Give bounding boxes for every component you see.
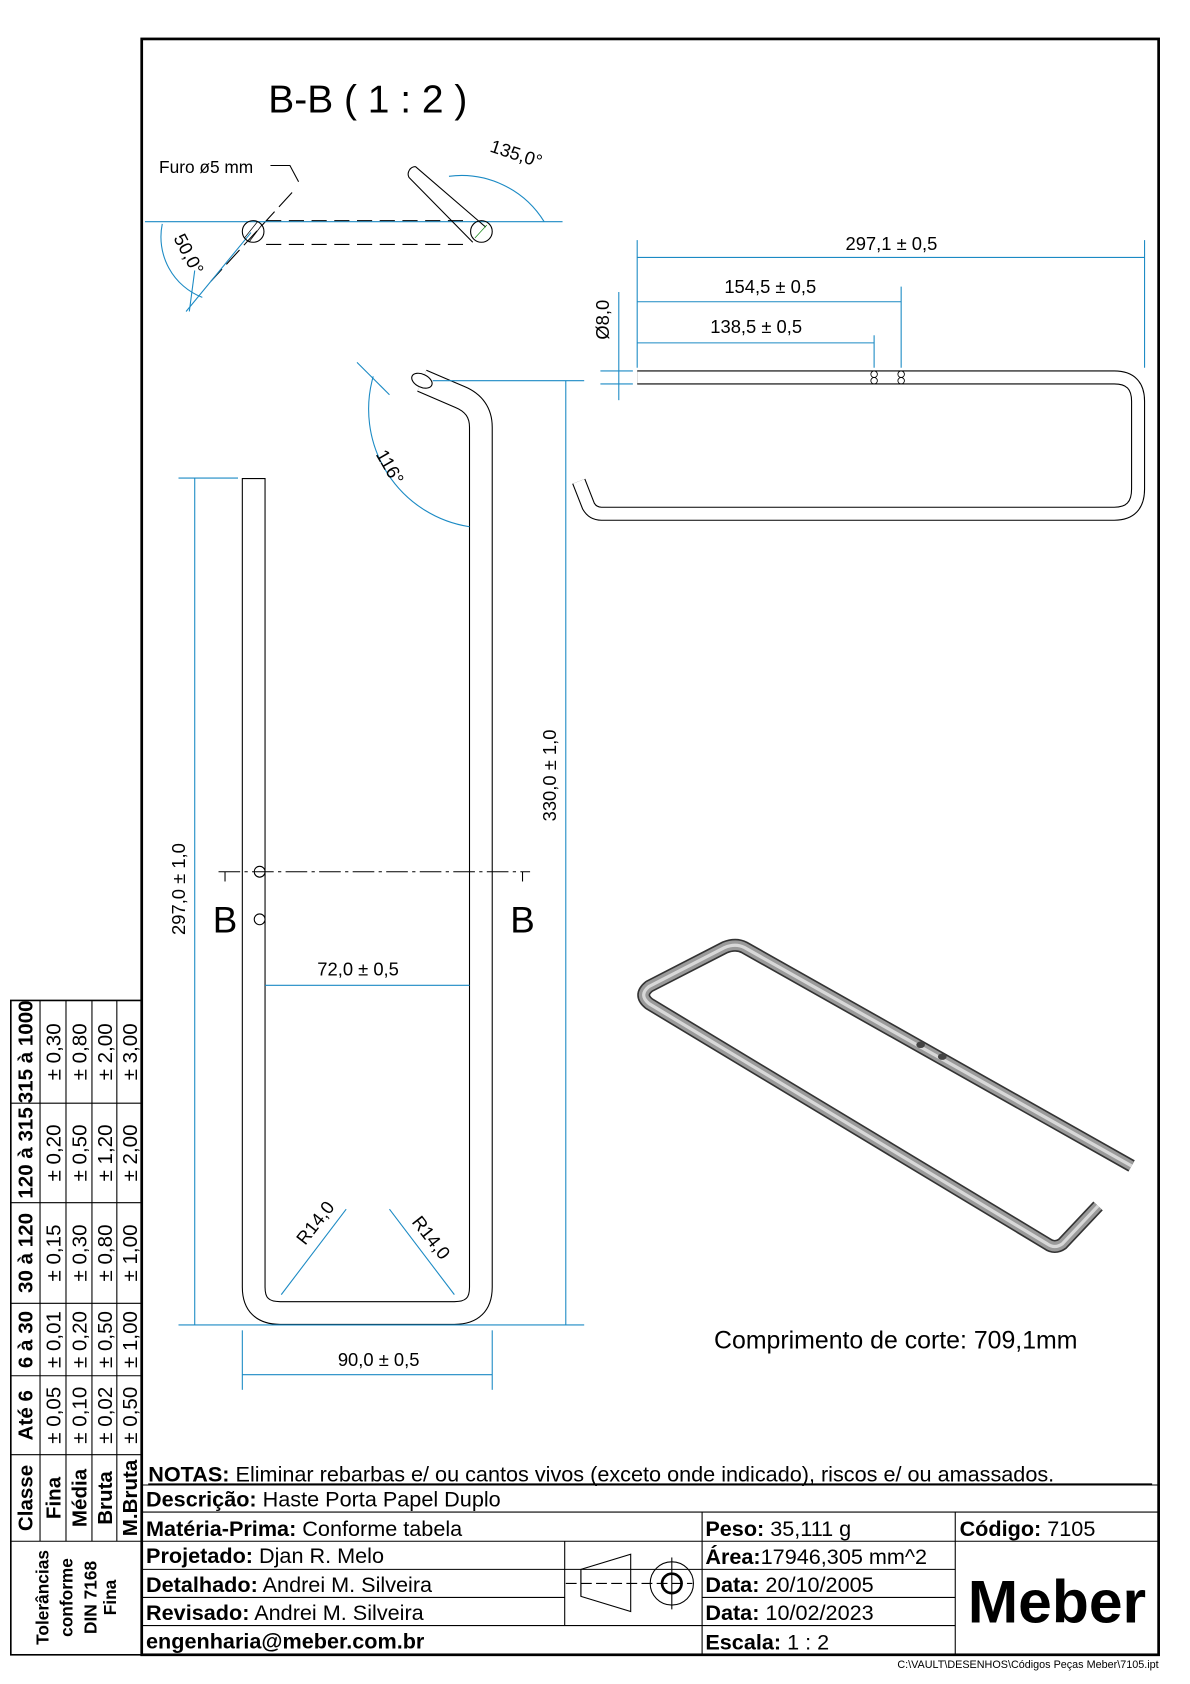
tolerance-cell: ± 0,50 [94,1311,117,1368]
tolerance-cell: Média [69,1468,92,1527]
tolerance-cell: ± 0,10 [69,1387,92,1444]
dim-inner-width-label: 72,0 ± 0,5 [317,959,399,980]
section-mark-left: B [213,899,238,940]
tolerance-cell: ± 2,00 [119,1124,142,1181]
area: Área:17946,305 mm^2 [705,1544,927,1569]
dim-height-right-label: 330,0 ± 1,0 [539,730,560,822]
tolerance-cell: ± 1,20 [94,1124,117,1181]
radius-left-label: R14,0 [292,1197,339,1249]
tolerance-cell: ± 0,20 [43,1124,66,1181]
dim-total-label: 297,1 ± 0,5 [845,233,937,254]
dim-height-left-label: 297,0 ± 1,0 [168,843,189,935]
tolerance-header-cell: Até 6 [14,1390,37,1440]
scale: Escala: 1 : 2 [705,1629,829,1654]
revision-date: Data: 10/02/2023 [705,1600,873,1625]
material-row: Matéria-Prima: Conforme tabela [146,1516,463,1541]
title-block: NOTAS: Eliminar rebarbas e/ ou cantos vi… [141,1462,1159,1655]
dim-outer-width-label: 90,0 ± 0,5 [338,1349,420,1370]
front-view: B B 297,0 ± 1,0 330,0 ± 1,0 72,0 ± 0,5 9… [168,361,585,1390]
dim-diameter-label: Ø8,0 [592,300,613,340]
angle-50-label: 50,0° [170,230,209,278]
notes-row: NOTAS: Eliminar rebarbas e/ ou cantos vi… [148,1462,1054,1487]
radius-leader-right [389,1208,455,1295]
file-path: C:\VAULT\DESENHOS\Códigos Peças Meber\71… [897,1659,1158,1671]
hole [916,1041,925,1049]
dim-hole2-label: 154,5 ± 0,5 [724,276,816,297]
angle-arc-50 [160,223,203,298]
tolerance-cell: ± 1,00 [119,1311,142,1368]
tolerance-cell: ± 0,30 [69,1225,92,1282]
tolerance-cell: Bruta [94,1471,117,1525]
dim-hole1-label: 138,5 ± 0,5 [710,316,802,337]
description-row: Descrição: Haste Porta Papel Duplo [146,1487,501,1512]
top-view: 297,1 ± 0,5 154,5 ± 0,5 138,5 ± 0,5 Ø8,0 [572,233,1146,521]
detailed-by: Detalhado: Andrei M. Silveira [146,1572,433,1597]
tolerance-title-line: Fina [100,1579,120,1615]
tolerance-header-cell: 30 à 120 [14,1213,37,1293]
designed-by: Projetado: Djan R. Melo [146,1543,384,1568]
tolerance-cell: ± 2,00 [94,1023,117,1080]
projection-symbol-icon [565,1553,694,1613]
hole-angle-line [185,232,252,312]
section-view-bb: B-B ( 1 : 2 ) Furo ø5 mm 50,0° 135,0° [144,78,563,312]
tolerance-cell: ± 0,80 [69,1023,92,1080]
tolerance-title-line: DIN 7168 [80,1561,100,1634]
tolerance-cell: ± 1,00 [119,1225,142,1282]
tolerance-cell: ± 0,50 [69,1124,92,1181]
section-title: B-B ( 1 : 2 ) [268,78,467,121]
tolerance-header-cell: 120 à 315 [14,1107,37,1198]
tolerance-cell: ± 0,01 [43,1311,66,1368]
tolerance-cell: Fina [43,1476,66,1519]
angle-116-label: 116° [372,446,409,488]
tolerance-cell: ± 0,30 [43,1023,66,1080]
tolerance-cell: ± 0,50 [119,1387,142,1444]
hole [253,913,266,926]
angle-arc-135 [448,175,545,223]
hole-axis [210,192,293,282]
tolerance-cell: ± 0,15 [43,1225,66,1282]
part-code: Código: 7105 [960,1516,1096,1541]
tolerance-cell: ± 0,20 [69,1311,92,1368]
tolerance-cell: ± 3,00 [119,1023,142,1080]
cut-length: Comprimento de corte: 709,1mm [714,1327,1077,1355]
creation-date: Data: 20/10/2005 [705,1572,873,1597]
email: engenharia@meber.com.br [146,1628,425,1653]
tolerance-cell: ± 0,05 [43,1387,66,1444]
tolerance-title-line: Tolerâncias [33,1550,53,1645]
hole-note: Furo ø5 mm [159,157,253,177]
radius-leader-left [280,1208,347,1295]
bent-tube-section [407,166,487,243]
angle-135-label: 135,0° [488,135,545,171]
drawing-frame [140,37,1160,1657]
section-mark-right: B [510,899,535,940]
radius-right-label: R14,0 [408,1212,455,1264]
tolerance-header-cell: 6 à 30 [14,1311,37,1368]
isometric-view [637,938,1135,1253]
tolerance-title-line: conforme [56,1558,76,1637]
tolerance-cell: M.Bruta [119,1459,142,1536]
hole-leader [270,164,300,182]
tolerance-cell: ± 0,80 [94,1225,117,1282]
angle-arc-116 [368,376,470,528]
weight: Peso: 35,111 g [705,1516,851,1541]
revised-by: Revisado: Andrei M. Silveira [146,1600,425,1625]
tolerance-header-cell: Classe [14,1465,37,1531]
iso-part-outline [637,938,1135,1253]
hole-section [241,220,265,243]
hole [937,1053,947,1060]
tolerance-header-cell: 315 à 1000 [14,1000,37,1103]
top-view-tube-outline [572,370,1146,521]
tolerance-cell: ± 0,02 [94,1387,117,1444]
meber-logo: Meber [968,1567,1146,1635]
